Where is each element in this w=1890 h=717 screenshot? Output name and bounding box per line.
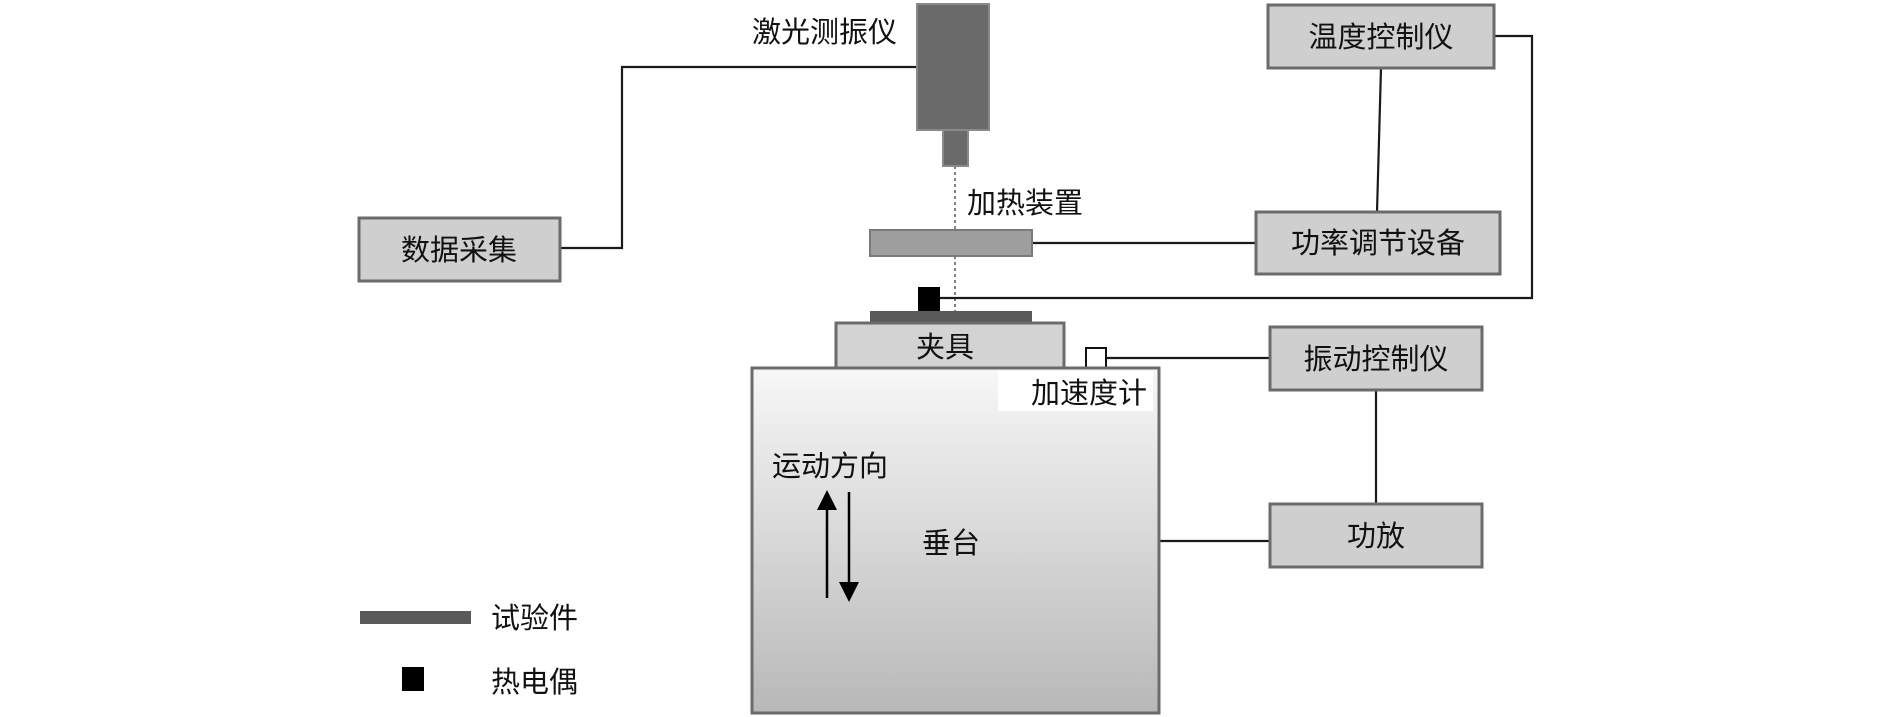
fixture-box: 夹具 bbox=[834, 321, 1066, 370]
laser-vibrometer bbox=[916, 3, 990, 167]
power-amplifier-box: 功放 bbox=[1268, 502, 1484, 569]
legend-specimen-label: 试验件 bbox=[491, 601, 578, 635]
temperature-controller-label: 温度控制仪 bbox=[1308, 20, 1453, 54]
heating-plate bbox=[869, 229, 1033, 257]
accelerometer-label: 加速度计 bbox=[1031, 376, 1147, 410]
accelerometer-label-bg bbox=[998, 371, 1153, 411]
data-acquisition-box: 数据采集 bbox=[357, 216, 562, 283]
vibrometer-body bbox=[916, 3, 990, 131]
power-amplifier-label: 功放 bbox=[1347, 519, 1405, 553]
thermocouple-marker bbox=[918, 287, 940, 311]
power-regulator-box: 功率调节设备 bbox=[1254, 210, 1502, 276]
laser-vibrometer-label: 激光测振仪 bbox=[752, 15, 897, 49]
fixture-label: 夹具 bbox=[916, 330, 974, 364]
legend-specimen-swatch bbox=[360, 611, 471, 624]
legend: 试验件 热电偶 bbox=[360, 601, 578, 699]
shaker-table bbox=[750, 366, 1161, 715]
wire-vibrometer-to-daq bbox=[560, 65, 917, 250]
temperature-controller-box: 温度控制仪 bbox=[1266, 3, 1496, 70]
heating-device-label: 加热装置 bbox=[967, 186, 1083, 220]
accelerometer-sensor bbox=[1085, 347, 1107, 369]
legend-thermocouple-swatch bbox=[402, 667, 424, 691]
motion-direction-label: 运动方向 bbox=[772, 449, 888, 483]
wire-temp-controller-to-thermocouple bbox=[940, 34, 1534, 300]
shaker-table-label: 垂台 bbox=[922, 526, 980, 560]
vibrometer-lens bbox=[942, 129, 969, 167]
legend-thermocouple-label: 热电偶 bbox=[491, 665, 578, 699]
wire-temp-controller-to-power-regulator bbox=[1375, 67, 1383, 213]
power-regulator-label: 功率调节设备 bbox=[1291, 226, 1465, 260]
vibration-controller-box: 振动控制仪 bbox=[1268, 325, 1484, 392]
vibration-controller-label: 振动控制仪 bbox=[1303, 342, 1448, 376]
specimen-plate bbox=[870, 311, 1032, 323]
data-acquisition-label: 数据采集 bbox=[401, 233, 517, 267]
